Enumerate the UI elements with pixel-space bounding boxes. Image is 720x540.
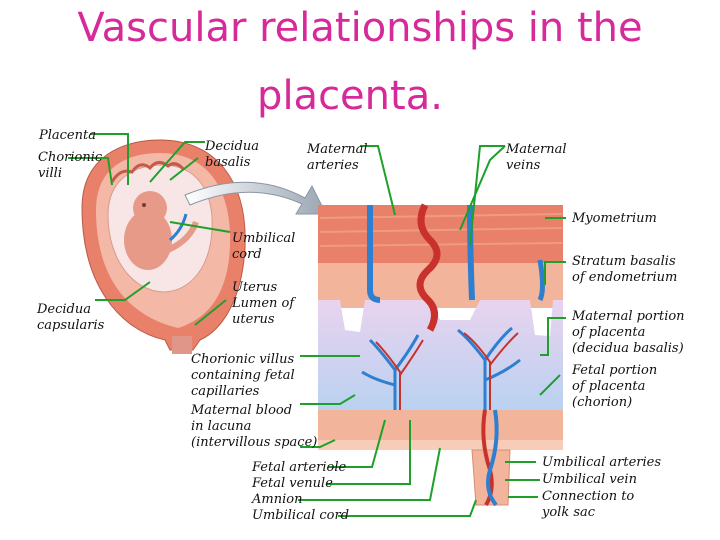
- cervix: [172, 336, 192, 354]
- label-maternal-veins: Maternal veins: [506, 142, 567, 173]
- label-umbilical-cord-lower: Umbilical cord: [252, 508, 350, 523]
- label-placenta: Placenta: [39, 128, 96, 143]
- maternal-vein-far: [537, 259, 545, 302]
- label-uterus-lumen: Uterus Lumen of uterus: [232, 280, 295, 327]
- embryo: [124, 191, 199, 270]
- label-umbilical-vein: Umbilical vein: [542, 472, 637, 487]
- amnion-layer: [318, 440, 563, 450]
- label-maternal-arteries: Maternal arteries: [307, 142, 368, 173]
- label-fetal-venule: Fetal venule: [252, 476, 333, 491]
- label-myometrium: Myometrium: [572, 211, 657, 226]
- maternal-vein-left: [367, 205, 381, 303]
- label-decidua-basalis: Decidua basalis: [205, 139, 259, 170]
- label-chorionic-villus: Chorionic villus containing fetal capill…: [191, 352, 295, 399]
- label-umbilical-arteries: Umbilical arteries: [542, 455, 662, 470]
- label-umbilical-cord-upper: Umbilical cord: [232, 231, 296, 262]
- maternal-artery-vessel: [416, 203, 441, 332]
- page-title-line2: placenta.: [257, 73, 443, 119]
- umbilical-vein-vessel: [486, 409, 499, 507]
- label-maternal-portion: Maternal portion of placenta (decidua ba…: [572, 309, 685, 356]
- label-amnion: Amnion: [252, 492, 303, 507]
- chorion-layer: [318, 410, 563, 440]
- uterus-illustration: [81, 139, 246, 354]
- chorionic-villi: [110, 161, 186, 183]
- label-connection-yolk-sac: Connection to yolk sac: [542, 489, 635, 520]
- page-title: Vascular relationships in the: [77, 5, 643, 51]
- label-stratum-basalis: Stratum basalis of endometrium: [572, 254, 678, 285]
- intervillous-space: [318, 300, 563, 410]
- leader-lines: [68, 133, 566, 517]
- chorionic-villus-tree-left-artery: [375, 339, 424, 410]
- chorionic-villus-tree-right: [457, 326, 521, 410]
- maternal-vein-right: [467, 204, 475, 301]
- label-fetal-portion: Fetal portion of placenta (chorion): [572, 363, 658, 410]
- chorionic-villus-tree-right-artery: [463, 332, 519, 410]
- umbilical-cord-small: [169, 213, 188, 242]
- label-chorionic-villi: Chorionic villi: [38, 150, 103, 181]
- label-maternal-blood: Maternal blood in lacuna (intervillous s…: [191, 403, 318, 450]
- label-fetal-arteriole: Fetal arteriole: [252, 460, 347, 475]
- label-decidua-capsularis: Decidua capsularis: [37, 302, 105, 333]
- cross-section: [318, 203, 563, 507]
